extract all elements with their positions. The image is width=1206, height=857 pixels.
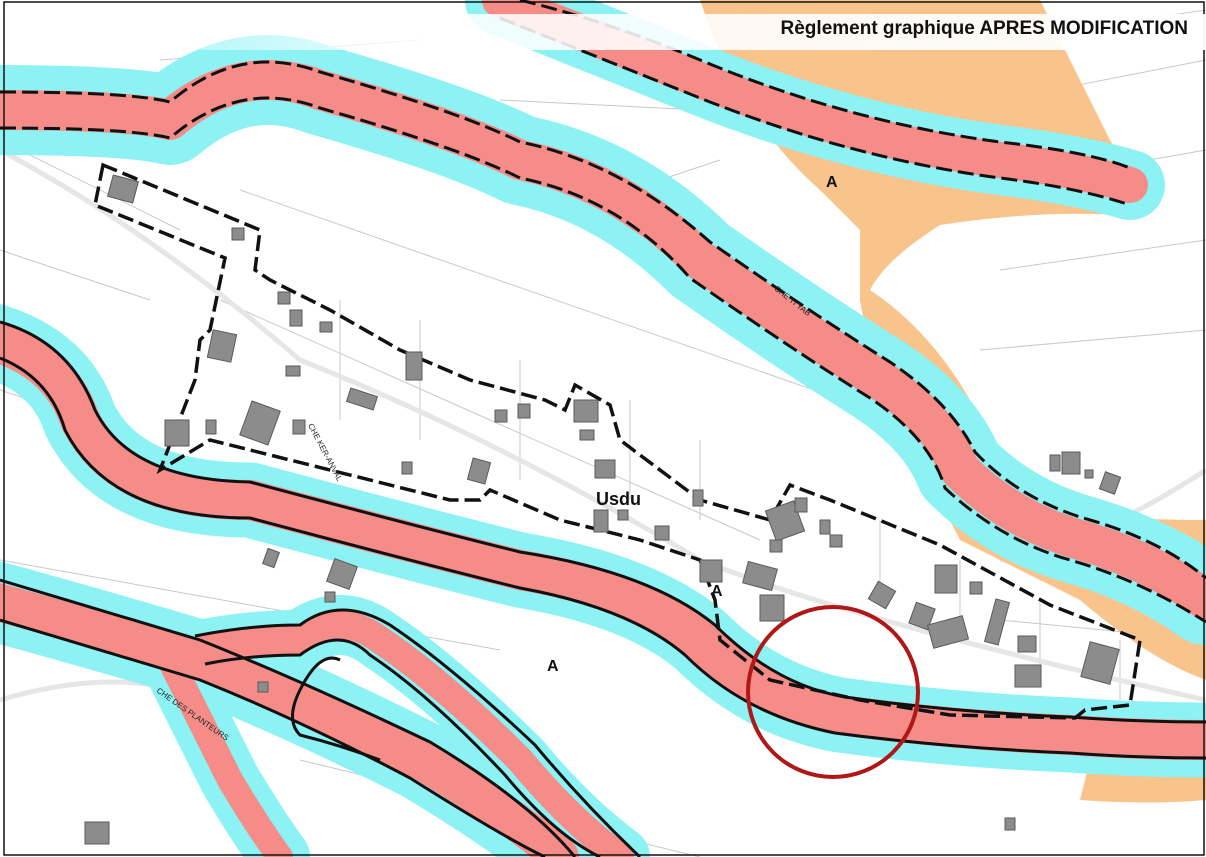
usdu-zone-boundary [93,162,1142,720]
buildings [84,174,1122,845]
highlight-circle-marker[interactable] [746,605,920,779]
title-banner [0,14,1206,50]
zone-label-usdu: Usdu [596,489,641,509]
map-border [3,1,1205,856]
zone-label-a-center: A [711,583,723,600]
zone-label-a-north: A [826,174,838,191]
map-title: Règlement graphique APRES MODIFICATION [780,18,1188,39]
zone-label-a-south: A [547,658,559,675]
